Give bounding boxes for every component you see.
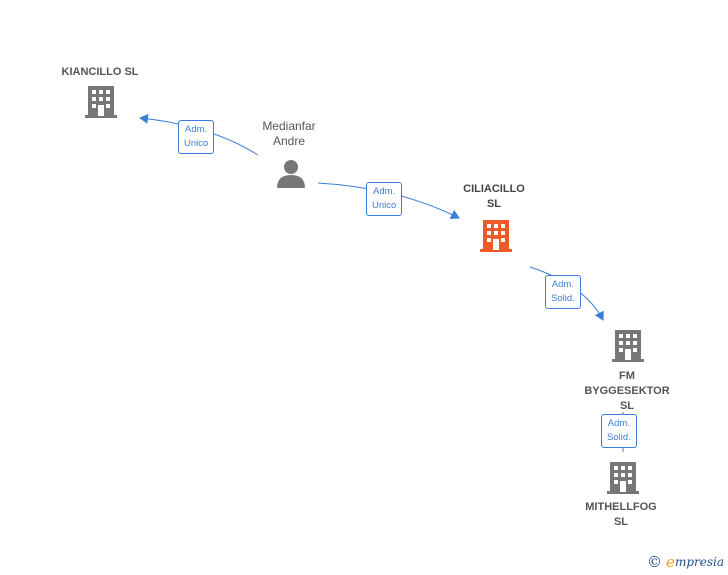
edge-label-adm-solid[interactable]: Adm. Solid. xyxy=(601,414,637,448)
node-label-fm-byggesektor: FM BYGGESEKTOR SL xyxy=(584,370,670,412)
edge-label-adm-solid[interactable]: Adm. Solid. xyxy=(545,275,581,309)
node-label-mithellfog: MITHELLFOG SL xyxy=(585,501,657,528)
node-label-kiancillo: KIANCILLO SL xyxy=(61,66,139,78)
building-icon[interactable] xyxy=(607,460,639,494)
building-icon[interactable] xyxy=(480,218,512,252)
node-label-ciliacillo: CILIACILLO SL xyxy=(463,183,525,210)
person-icon[interactable] xyxy=(276,159,306,189)
edge-label-adm-unico[interactable]: Adm. Unico xyxy=(366,182,403,216)
edge-label-adm-unico[interactable]: Adm. Unico xyxy=(178,120,215,154)
building-icon[interactable] xyxy=(612,328,644,362)
brand-name: mpresia xyxy=(674,555,724,569)
node-label-medianfar: Medianfar Andre xyxy=(262,119,316,148)
brand-initial: e xyxy=(666,553,675,571)
building-icon[interactable] xyxy=(85,84,117,118)
copyright-icon: © xyxy=(647,553,663,571)
